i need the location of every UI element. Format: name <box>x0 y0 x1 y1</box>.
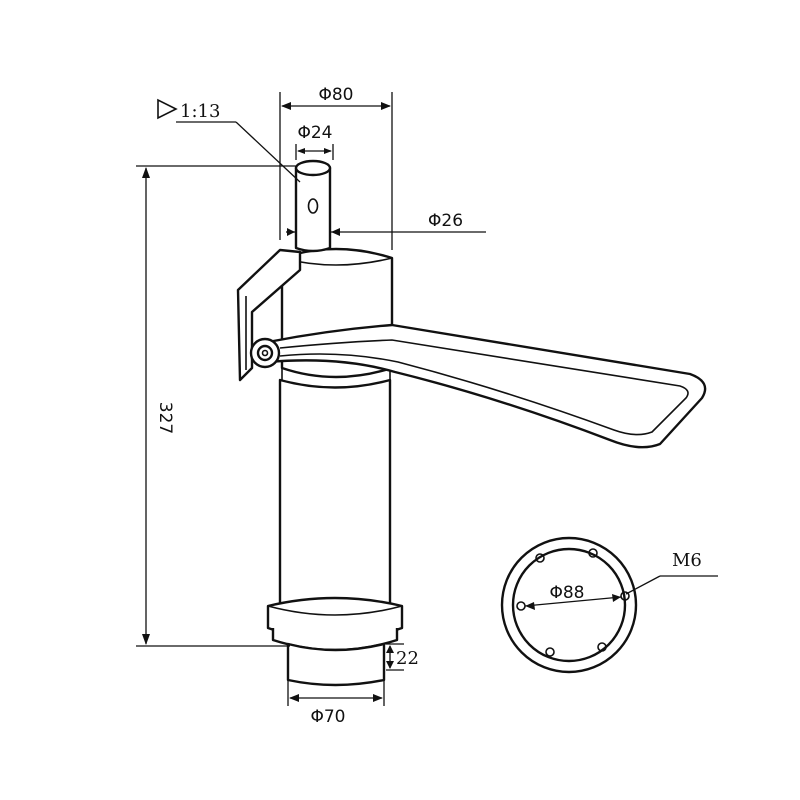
bolt-hole <box>597 642 607 652</box>
h22-label: 22 <box>396 648 419 669</box>
d88-label: Φ88 <box>549 583 584 603</box>
pin-hole <box>307 198 319 214</box>
bolt-hole <box>620 591 630 601</box>
d70-label: Φ70 <box>310 707 345 727</box>
taper-callout: 1:13 <box>157 98 301 183</box>
bolt-hole <box>535 553 545 563</box>
taper-label: 1:13 <box>180 101 220 122</box>
hydraulic-cylinder <box>266 247 404 687</box>
piston-rod <box>294 159 332 253</box>
dimension-22: 22 <box>386 643 419 671</box>
d24-label: Φ24 <box>297 123 332 143</box>
d26-label: Φ26 <box>428 211 463 231</box>
dimension-d24: Φ24 <box>295 123 334 160</box>
pedal-lever <box>236 248 707 449</box>
dimension-d26: Φ26 <box>286 211 486 236</box>
dimension-d70: Φ70 <box>287 680 385 727</box>
bolt-hole <box>545 647 555 657</box>
bolt-circle-view: Φ88 M6 <box>500 536 718 674</box>
dimension-327: 327 <box>136 165 296 647</box>
bolt-hole <box>588 548 598 558</box>
d80-label: Φ80 <box>318 85 353 105</box>
m6-label: M6 <box>672 550 702 571</box>
h327-label: 327 <box>155 402 175 434</box>
